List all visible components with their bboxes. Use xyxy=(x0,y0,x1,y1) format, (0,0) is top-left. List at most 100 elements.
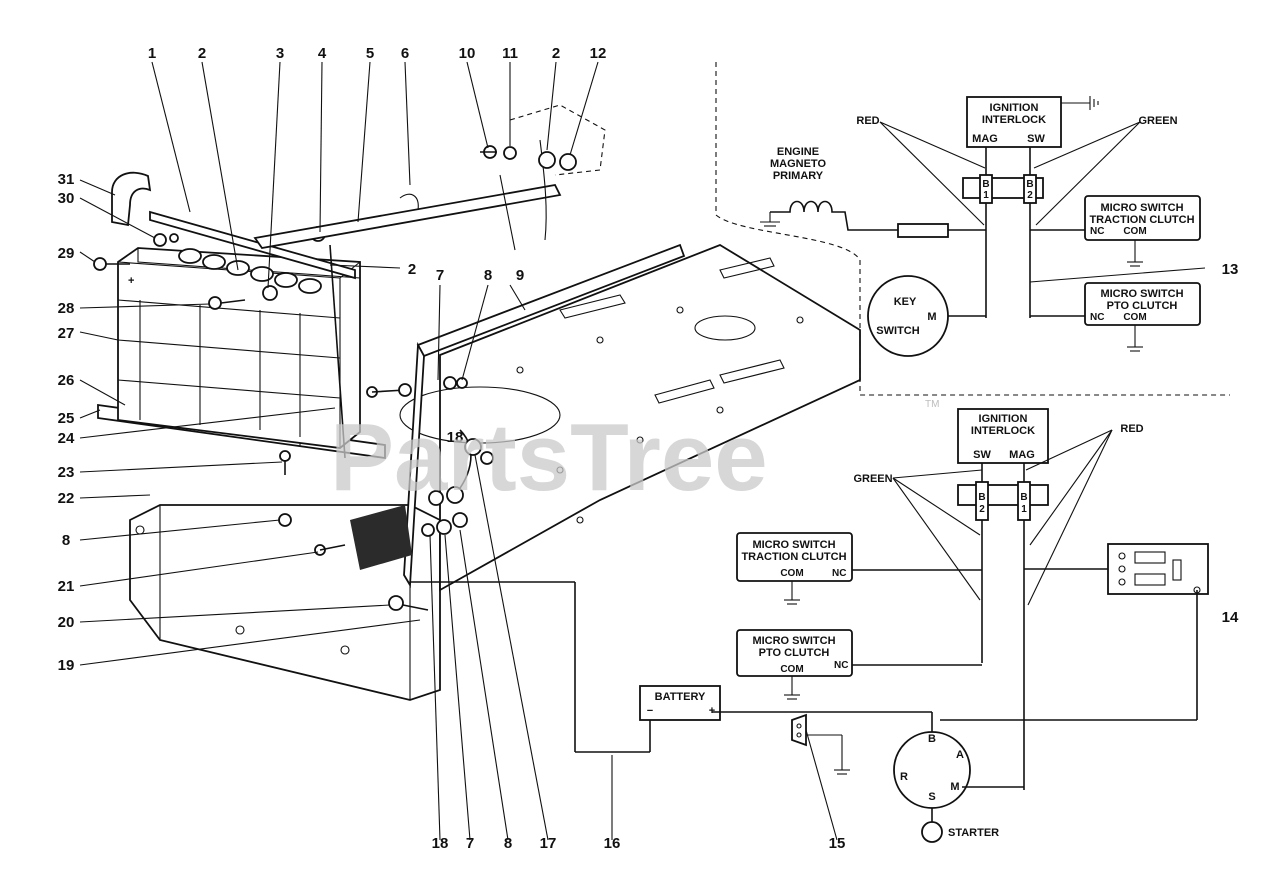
callout-number: 29 xyxy=(58,245,75,262)
svg-text:PTO CLUTCH: PTO CLUTCH xyxy=(1107,300,1178,312)
callout-number: 20 xyxy=(58,614,75,631)
insulator-pad xyxy=(350,505,412,570)
svg-text:B: B xyxy=(1026,179,1033,190)
traction-clutch-switch-bottom xyxy=(736,532,853,582)
battery: + xyxy=(117,247,361,449)
leader-lines xyxy=(79,61,838,841)
svg-text:COM: COM xyxy=(1123,226,1146,237)
svg-text:2: 2 xyxy=(1027,190,1033,201)
svg-text:+: + xyxy=(709,705,715,717)
callout-number: 1 xyxy=(148,45,156,62)
wiring-diagram-bottom: IGNITION INTERLOCK SW MAG GREEN RED B 2 … xyxy=(410,408,1209,843)
callout-number: 25 xyxy=(58,410,75,427)
svg-text:TM: TM xyxy=(925,399,939,410)
ignition-interlock-box xyxy=(966,96,1062,148)
starter-symbol xyxy=(921,821,943,843)
callout-number: 26 xyxy=(58,372,75,389)
red-label: RED xyxy=(856,115,879,127)
magneto-label-2: MAGNETO xyxy=(770,158,826,170)
callout-number: 15 xyxy=(829,835,846,852)
callout-number: 6 xyxy=(401,45,409,62)
svg-text:NC: NC xyxy=(832,568,846,579)
svg-text:COM: COM xyxy=(780,664,803,675)
callout-number: 2 xyxy=(408,261,416,278)
angle-bar xyxy=(403,243,686,588)
traction-clutch-switch-top xyxy=(1084,195,1201,241)
support-arm xyxy=(253,183,562,249)
svg-text:2: 2 xyxy=(979,504,985,515)
svg-text:RED: RED xyxy=(1120,423,1143,435)
callout-number: 8 xyxy=(484,267,492,284)
svg-text:S: S xyxy=(928,791,935,803)
svg-text:GREEN: GREEN xyxy=(853,473,892,485)
svg-text:NC: NC xyxy=(834,660,848,671)
battery-symbol xyxy=(639,685,721,721)
callout-number: 23 xyxy=(58,464,75,481)
magneto-coil xyxy=(770,200,898,231)
svg-text:MAG: MAG xyxy=(1009,449,1035,461)
callout-number: 4 xyxy=(318,45,327,62)
svg-text:A: A xyxy=(956,749,964,761)
resistor xyxy=(897,223,949,238)
callout-number: 7 xyxy=(436,267,444,284)
svg-text:B: B xyxy=(928,733,936,745)
callout-number: 11 xyxy=(502,45,518,62)
sw-terminal: SW xyxy=(1027,133,1045,145)
callout-number: 17 xyxy=(540,835,557,852)
ignition-interlock-box-bottom xyxy=(957,408,1049,464)
pto-clutch-switch-bottom xyxy=(736,629,853,677)
callout-number: 27 xyxy=(58,325,75,342)
fasteners xyxy=(93,145,577,611)
callout-number: 8 xyxy=(62,532,70,549)
svg-text:TRACTION CLUTCH: TRACTION CLUTCH xyxy=(741,551,846,563)
vent-tube xyxy=(111,171,152,227)
svg-text:SW: SW xyxy=(973,449,991,461)
svg-text:B: B xyxy=(1020,492,1027,503)
callout-number: 13 xyxy=(1222,261,1239,278)
svg-text:B: B xyxy=(978,492,985,503)
svg-text:MICRO SWITCH: MICRO SWITCH xyxy=(1100,288,1183,300)
magneto-label-3: PRIMARY xyxy=(773,170,824,182)
watermark: PartsTree TM xyxy=(330,399,939,511)
callout-number: 30 xyxy=(58,190,75,207)
callout-number: 16 xyxy=(604,835,621,852)
svg-text:MICRO SWITCH: MICRO SWITCH xyxy=(752,635,835,647)
callout-number: 9 xyxy=(516,267,524,284)
svg-text:STARTER: STARTER xyxy=(948,827,999,839)
svg-text:KEY: KEY xyxy=(894,296,917,308)
svg-text:R: R xyxy=(900,771,908,783)
svg-text:SWITCH: SWITCH xyxy=(876,325,919,337)
svg-text:TRACTION CLUTCH: TRACTION CLUTCH xyxy=(1089,214,1194,226)
svg-text:MICRO SWITCH: MICRO SWITCH xyxy=(1100,202,1183,214)
harness-wires xyxy=(449,104,606,501)
callout-number: 7 xyxy=(466,835,474,852)
svg-text:MICRO SWITCH: MICRO SWITCH xyxy=(752,539,835,551)
wiring-diagram-top: IGNITION INTERLOCK MAG SW RED GREEN B 1 … xyxy=(715,62,1230,396)
callout-number: 22 xyxy=(58,490,75,507)
svg-text:PartsTree: PartsTree xyxy=(330,404,768,511)
callout-number: 21 xyxy=(58,578,75,595)
mechanical-view: + xyxy=(79,61,861,841)
svg-text:COM: COM xyxy=(780,568,803,579)
svg-text:NC: NC xyxy=(1090,312,1104,323)
mag-terminal: MAG xyxy=(972,133,998,145)
interlock-title-2: INTERLOCK xyxy=(982,114,1046,126)
callout-number: 10 xyxy=(459,45,476,62)
callout-number: 18 xyxy=(447,429,464,446)
callout-number: 19 xyxy=(58,657,75,674)
svg-text:M: M xyxy=(950,781,959,793)
svg-text:NC: NC xyxy=(1090,226,1104,237)
svg-text:BATTERY: BATTERY xyxy=(655,691,706,703)
callout-number: 18 xyxy=(432,835,449,852)
callout-number: 28 xyxy=(58,300,75,317)
pto-clutch-switch-top xyxy=(1084,282,1201,326)
svg-text:COM: COM xyxy=(1123,312,1146,323)
magneto-label-1: ENGINE xyxy=(777,146,819,158)
callout-number: 31 xyxy=(58,171,75,188)
callout-number: 12 xyxy=(590,45,607,62)
svg-text:IGNITION: IGNITION xyxy=(979,413,1028,425)
svg-text:INTERLOCK: INTERLOCK xyxy=(971,425,1035,437)
fuse-holder xyxy=(791,713,807,747)
callout-number: 2 xyxy=(552,45,560,62)
interlock-title-1: IGNITION xyxy=(990,102,1039,114)
